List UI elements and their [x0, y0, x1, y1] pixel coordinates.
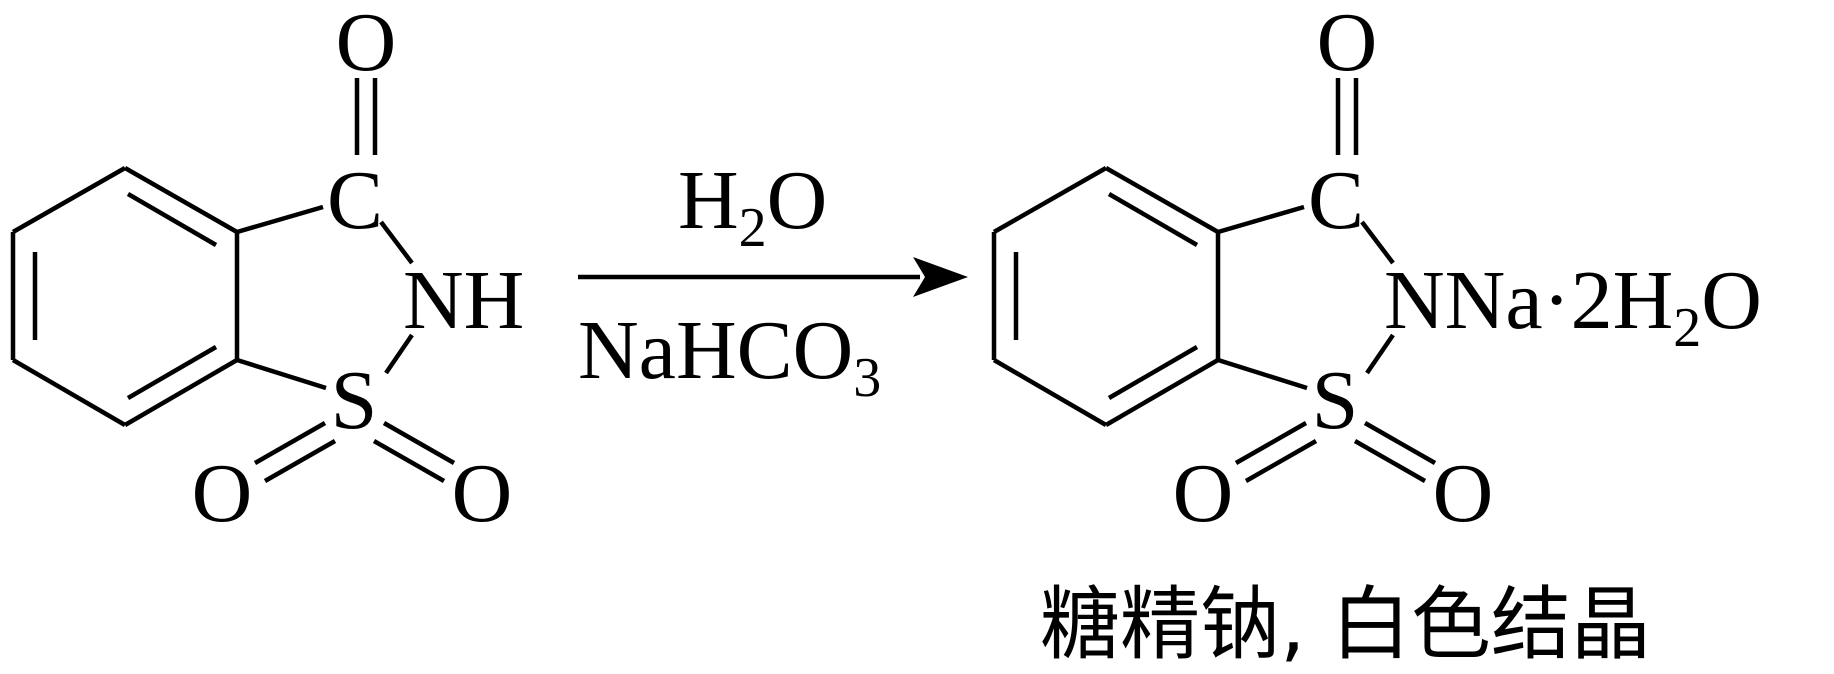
product-five-ring-bonds	[1217, 204, 1395, 391]
reactant-nh-label: NH	[403, 254, 524, 347]
reagent-water-label: H2O	[678, 154, 827, 259]
reactant-molecule: O C NH S O O	[10, 0, 524, 540]
product-left-sulfonyl-oxygen-label: O	[1173, 447, 1234, 540]
product-nna-dihydrate-label: NNa·2H2O	[1384, 254, 1762, 359]
product-sulfur-label: S	[1312, 354, 1359, 447]
reagent-sodium-bicarbonate-label: NaHCO3	[578, 304, 881, 409]
reactant-carbonyl-double-bond	[354, 78, 378, 155]
reactant-sulfur-label: S	[331, 354, 378, 447]
reactant-sulfonyl-double-bonds	[253, 421, 456, 483]
product-molecule: O C NNa·2H2O S O O	[991, 0, 1762, 540]
reactant-benzene-ring	[10, 166, 240, 427]
product-benzene-ring	[991, 166, 1221, 427]
reactant-left-sulfonyl-oxygen-label: O	[192, 447, 253, 540]
reactant-right-sulfonyl-oxygen-label: O	[452, 447, 513, 540]
product-carbonyl-double-bond	[1335, 78, 1359, 155]
product-caption: 糖精钠, 白色结晶	[1040, 578, 1651, 671]
reactant-carbonyl-oxygen-label: O	[336, 0, 397, 89]
product-sulfonyl-double-bonds	[1234, 421, 1437, 483]
reactant-five-ring-bonds	[236, 204, 414, 391]
reaction-arrow	[578, 257, 968, 297]
product-carbonyl-oxygen-label: O	[1317, 0, 1378, 89]
product-right-sulfonyl-oxygen-label: O	[1433, 447, 1494, 540]
product-carbonyl-carbon-label: C	[1308, 154, 1364, 247]
reactant-carbonyl-carbon-label: C	[327, 154, 383, 247]
